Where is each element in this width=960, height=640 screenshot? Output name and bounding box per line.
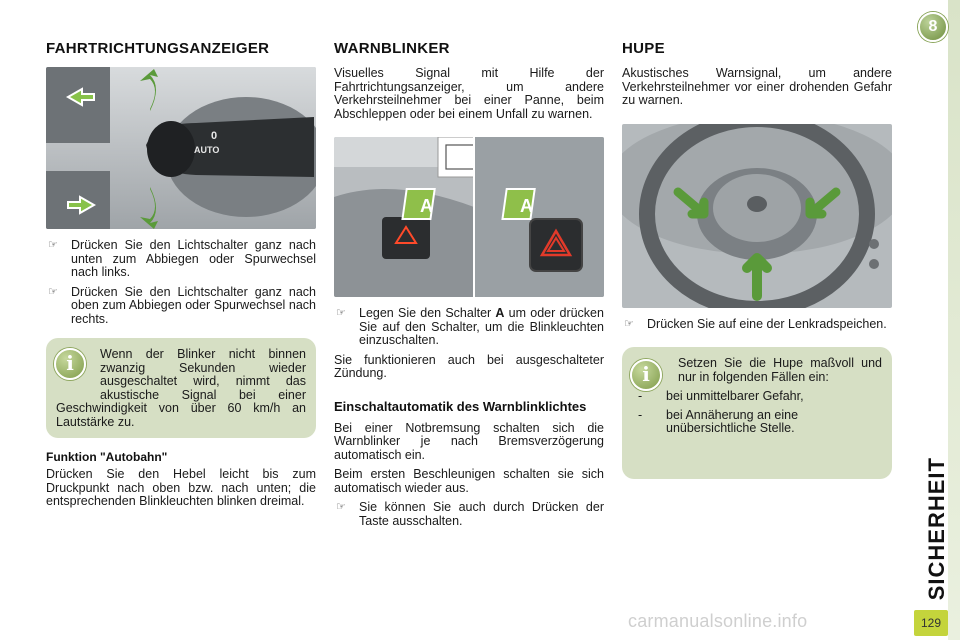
horn-section: HUPE Akustisches Warnsignal, um andere V… bbox=[622, 40, 892, 479]
turn-signal-info-box: i Wenn der Blinker nicht binnen zwanzig … bbox=[46, 338, 316, 438]
switch-label-a-left: A bbox=[420, 196, 433, 216]
chapter-tab: 8 SICHERHEIT 129 bbox=[908, 0, 960, 640]
auto-hazard-heading: Einschaltautomatik des Warnblinklichtes bbox=[334, 398, 587, 414]
hazard-ignition-note: Sie funktionieren auch bei ausgeschaltet… bbox=[334, 352, 604, 380]
info-icon: i bbox=[630, 359, 662, 391]
pointing-hand-icon: ☞ bbox=[48, 239, 58, 251]
chapter-tab-band bbox=[948, 0, 960, 640]
turn-signals-heading: FAHRTRICHTUNGSANZEIGER bbox=[46, 40, 270, 57]
lever-label-zero: 0 bbox=[211, 130, 217, 142]
page-number: 129 bbox=[914, 610, 948, 636]
hazard-switch-photo: A A bbox=[334, 137, 604, 297]
hazard-lights-intro: Visuelles Signal mit Hilfe der Fahrtrich… bbox=[334, 66, 604, 121]
turn-signal-lever-photo: 0 AUTO bbox=[46, 67, 316, 229]
switch-key-a: A bbox=[495, 306, 505, 320]
hazard-lights-heading: WARNBLINKER bbox=[334, 40, 450, 57]
turn-signal-left-instruction: ☞ Drücken Sie den Lichtschalter ganz nac… bbox=[48, 238, 316, 279]
auto-hazard-text-2: Beim ersten Beschleunigen schalten sie s… bbox=[334, 467, 604, 495]
horn-case-danger: - bei unmittelbarer Gefahr, bbox=[638, 389, 804, 403]
pointing-hand-icon: ☞ bbox=[624, 317, 634, 330]
auto-hazard-text-1: Bei einer Notbremsung schalten sich die … bbox=[334, 420, 604, 462]
turn-signal-right-instruction: ☞ Drücken Sie den Lichtschalter ganz nac… bbox=[48, 284, 316, 326]
turn-signal-info-text: Wenn der Blinker nicht binnen zwanzig Se… bbox=[56, 347, 306, 429]
pointing-hand-icon: ☞ bbox=[336, 501, 346, 513]
horn-heading: HUPE bbox=[622, 40, 665, 57]
info-icon: i bbox=[54, 348, 86, 380]
pointing-hand-icon: ☞ bbox=[336, 307, 346, 319]
chapter-title: SICHERHEIT bbox=[924, 456, 949, 600]
horn-intro: Akustisches Warnsignal, um andere Verkeh… bbox=[622, 66, 892, 107]
horn-info-box: i Setzen Sie die Hupe maßvoll und nur in… bbox=[622, 347, 892, 479]
lever-label-auto: AUTO bbox=[194, 145, 219, 155]
hazard-switch-instruction: ☞ Legen Sie den Schalter A um oder drück… bbox=[336, 306, 604, 347]
switch-label-a-right: A bbox=[520, 196, 533, 216]
watermark-text: carmanualsonline.info bbox=[628, 611, 808, 631]
motorway-function-heading: Funktion "Autobahn" bbox=[46, 450, 168, 464]
motorway-function-text: Drücken Sie den Hebel leicht bis zum Dru… bbox=[46, 467, 316, 508]
turn-signals-section: FAHRTRICHTUNGSANZEIGER 0 AUTO ☞ bbox=[46, 40, 316, 515]
horn-info-text: Setzen Sie die Hupe maßvoll und nur in f… bbox=[678, 356, 882, 384]
chapter-number-badge: 8 bbox=[918, 12, 948, 42]
pointing-hand-icon: ☞ bbox=[48, 285, 58, 298]
horn-instruction: ☞ Drücken Sie auf eine der Lenkradspeich… bbox=[624, 316, 887, 331]
horn-case-blind-spot: - bei Annäherung an eine unübersichtlich… bbox=[638, 407, 799, 435]
auto-hazard-off-instruction: ☞ Sie können Sie auch durch Drücken der … bbox=[336, 500, 604, 528]
steering-wheel-photo bbox=[622, 123, 892, 308]
hazard-lights-section: WARNBLINKER Visuelles Signal mit Hilfe d… bbox=[334, 40, 604, 534]
